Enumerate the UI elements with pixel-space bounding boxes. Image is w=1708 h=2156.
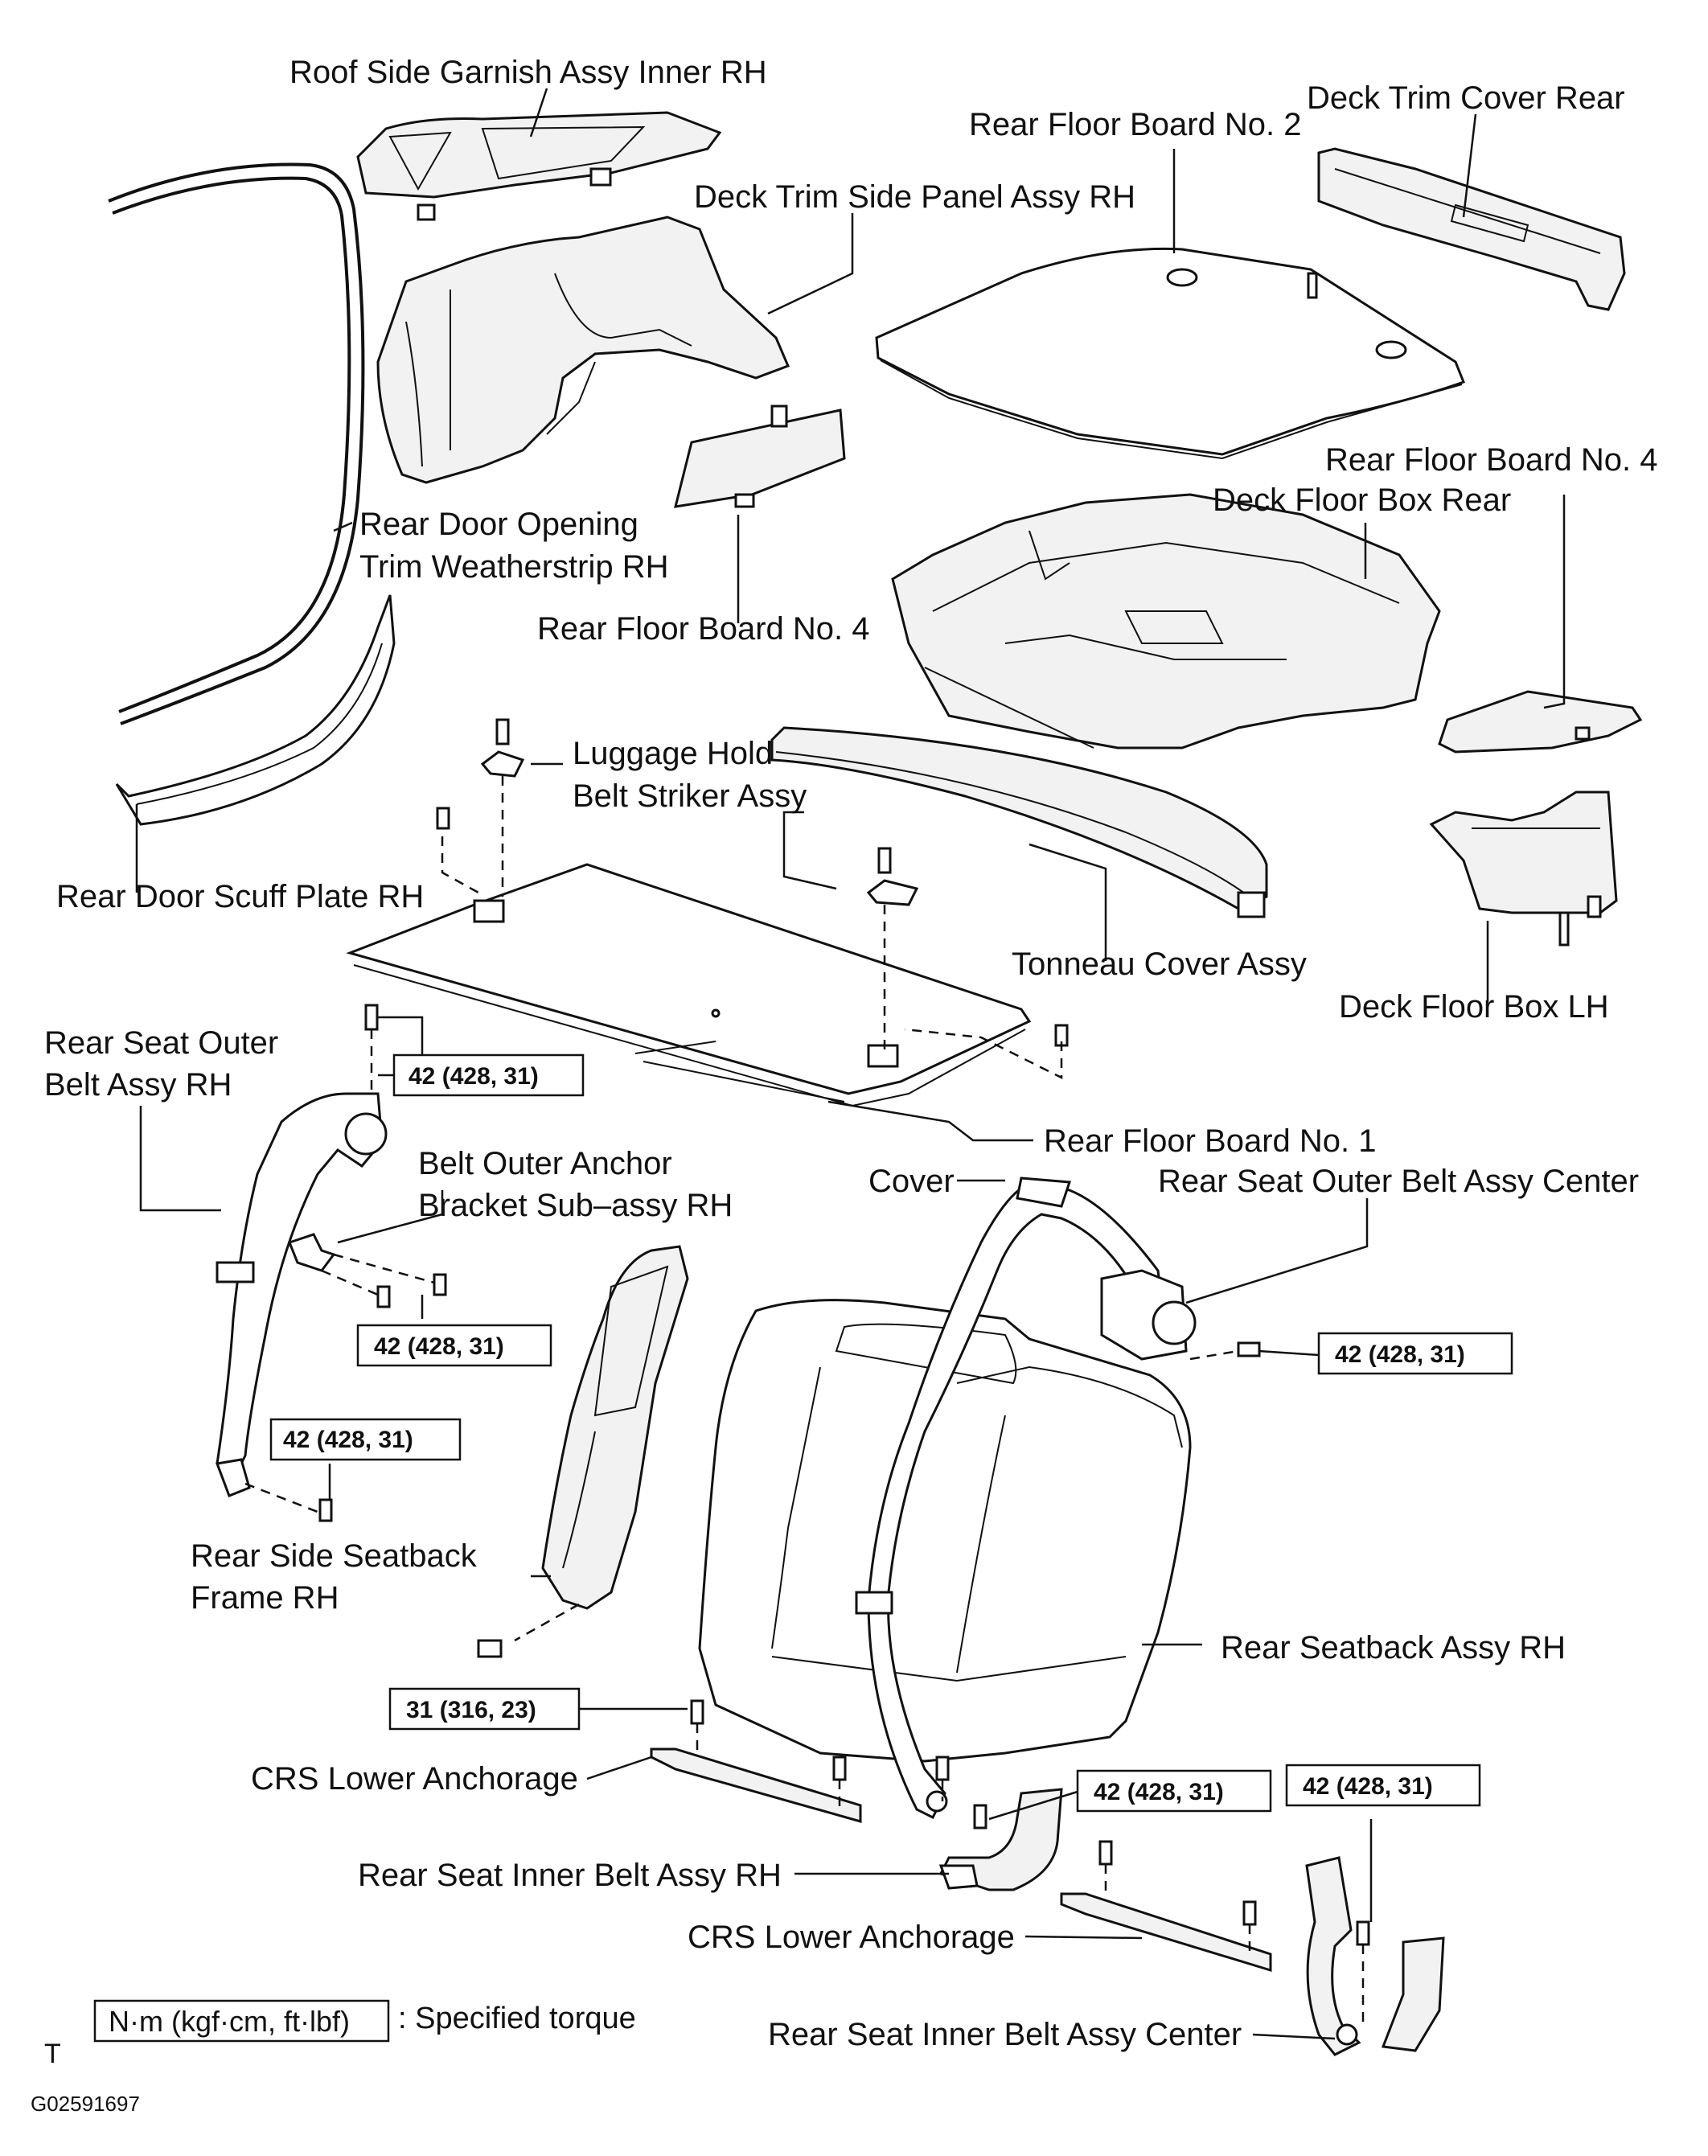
- footer-marker: T: [44, 2039, 61, 2069]
- legend-unit-text: N·m (kgf·cm, ft·lbf): [109, 2005, 350, 2038]
- rear-floor-board-4-left-drawing: [673, 405, 846, 508]
- torque-value-2: 42 (428, 31): [374, 1333, 504, 1360]
- belt-outer-anchor-bracket-drawing: [288, 1233, 447, 1308]
- torque-value-3: 42 (428, 31): [1335, 1341, 1465, 1368]
- label-rear-side-seatback-line1: Rear Side Seatback: [191, 1538, 478, 1574]
- torque-box-7: [1285, 1764, 1481, 1807]
- label-deck-floor-box-lh: Deck Floor Box LH: [1339, 989, 1609, 1025]
- torque-box-6: [1076, 1769, 1272, 1813]
- rear-seatback-drawing: [698, 1299, 1192, 1763]
- label-rear-floor-board-4-right: Rear Floor Board No. 4: [1325, 442, 1658, 478]
- legend-description: : Specified torque: [398, 2002, 636, 2035]
- luggage-hold-striker-drawing: [436, 718, 1069, 1080]
- label-rear-floor-board-1: Rear Floor Board No. 1: [1044, 1123, 1377, 1159]
- torque-legend: N·m (kgf·cm, ft·lbf) : Specified torque: [93, 1999, 636, 2043]
- rear-floor-board-2-drawing: [875, 247, 1465, 460]
- roof-side-garnish-drawing: [356, 111, 722, 221]
- torque-value-6: 42 (428, 31): [1094, 1779, 1224, 1805]
- figure-id: G02591697: [31, 2092, 140, 2116]
- torque-box-3: [1317, 1332, 1513, 1375]
- deck-floor-box-rear-drawing: [891, 493, 1441, 749]
- label-rear-door-scuff-plate: Rear Door Scuff Plate RH: [56, 879, 424, 914]
- tonneau-cover-drawing: [770, 726, 1268, 918]
- rear-seat-outer-belt-center-drawing: [855, 1177, 1261, 1820]
- label-luggage-hold-line2: Belt Striker Assy: [573, 778, 807, 814]
- rear-door-scuff-plate-drawing: [115, 594, 396, 826]
- torque-box-4: [269, 1418, 462, 1461]
- label-luggage-hold-line1: Luggage Hold: [573, 736, 773, 771]
- rear-floor-board-1-drawing: [346, 863, 1032, 1107]
- torque-value-4: 42 (428, 31): [283, 1427, 413, 1453]
- label-cover: Cover: [868, 1164, 955, 1199]
- label-roof-side-garnish: Roof Side Garnish Assy Inner RH: [289, 55, 767, 90]
- rear-seat-inner-belt-center-drawing: [1305, 1856, 1445, 2056]
- label-rear-seat-outer-belt-center: Rear Seat Outer Belt Assy Center: [1158, 1164, 1639, 1199]
- deck-trim-cover-rear-drawing: [1317, 147, 1626, 311]
- label-deck-trim-cover-rear: Deck Trim Cover Rear: [1307, 80, 1625, 116]
- legend-unit-box: [93, 1999, 390, 2043]
- label-belt-outer-anchor-line1: Belt Outer Anchor: [418, 1146, 672, 1181]
- torque-value-5: 31 (316, 23): [406, 1697, 536, 1723]
- rear-side-seatback-frame-drawing: [477, 1245, 689, 1658]
- torque-box-1: [392, 1053, 585, 1097]
- label-rear-seatback-assy: Rear Seatback Assy RH: [1221, 1630, 1566, 1665]
- leader-lines: [135, 88, 1566, 2040]
- torque-value-7: 42 (428, 31): [1303, 1773, 1433, 1800]
- torque-value-1: 42 (428, 31): [409, 1063, 539, 1090]
- label-deck-trim-side-panel: Deck Trim Side Panel Assy RH: [694, 179, 1135, 215]
- label-tonneau-cover: Tonneau Cover Assy: [1012, 947, 1307, 982]
- label-rear-side-seatback-line2: Frame RH: [191, 1580, 339, 1616]
- part-labels: Roof Side Garnish Assy Inner RH Deck Tri…: [44, 55, 1658, 2052]
- torque-boxes: 42 (428, 31) 42 (428, 31) 42 (428, 31) 4…: [269, 1053, 1513, 1813]
- label-rear-seat-inner-belt-rh: Rear Seat Inner Belt Assy RH: [358, 1858, 782, 1893]
- label-crs-lower-anchorage-1: CRS Lower Anchorage: [251, 1761, 578, 1797]
- label-rear-seat-outer-belt-line2: Belt Assy RH: [44, 1067, 232, 1103]
- torque-box-2: [356, 1324, 552, 1367]
- deck-trim-side-panel-drawing: [376, 216, 790, 484]
- label-belt-outer-anchor-line2: Bracket Sub–assy RH: [418, 1188, 733, 1223]
- rear-floor-board-4-right-drawing: [1438, 690, 1643, 754]
- label-rear-door-opening-line2: Trim Weatherstrip RH: [359, 549, 669, 585]
- label-rear-floor-board-2: Rear Floor Board No. 2: [969, 107, 1302, 142]
- label-rear-floor-board-4-left: Rear Floor Board No. 4: [537, 611, 870, 647]
- torque-box-5: [388, 1687, 581, 1731]
- deck-floor-box-lh-drawing: [1429, 791, 1618, 947]
- label-rear-seat-outer-belt-line1: Rear Seat Outer: [44, 1025, 278, 1061]
- rear-seat-inner-belt-rh-drawing: [935, 1756, 1063, 1891]
- label-deck-floor-box-rear: Deck Floor Box Rear: [1213, 483, 1511, 518]
- label-rear-seat-inner-belt-center: Rear Seat Inner Belt Assy Center: [768, 2017, 1242, 2052]
- crs-lower-anchorage-2-drawing: [1060, 1840, 1272, 1973]
- rear-door-weatherstrip-drawing: [108, 162, 365, 725]
- rear-seat-outer-belt-rh-drawing: [215, 1004, 388, 1522]
- label-rear-door-opening-line1: Rear Door Opening: [359, 507, 638, 542]
- label-crs-lower-anchorage-2: CRS Lower Anchorage: [688, 1920, 1015, 1955]
